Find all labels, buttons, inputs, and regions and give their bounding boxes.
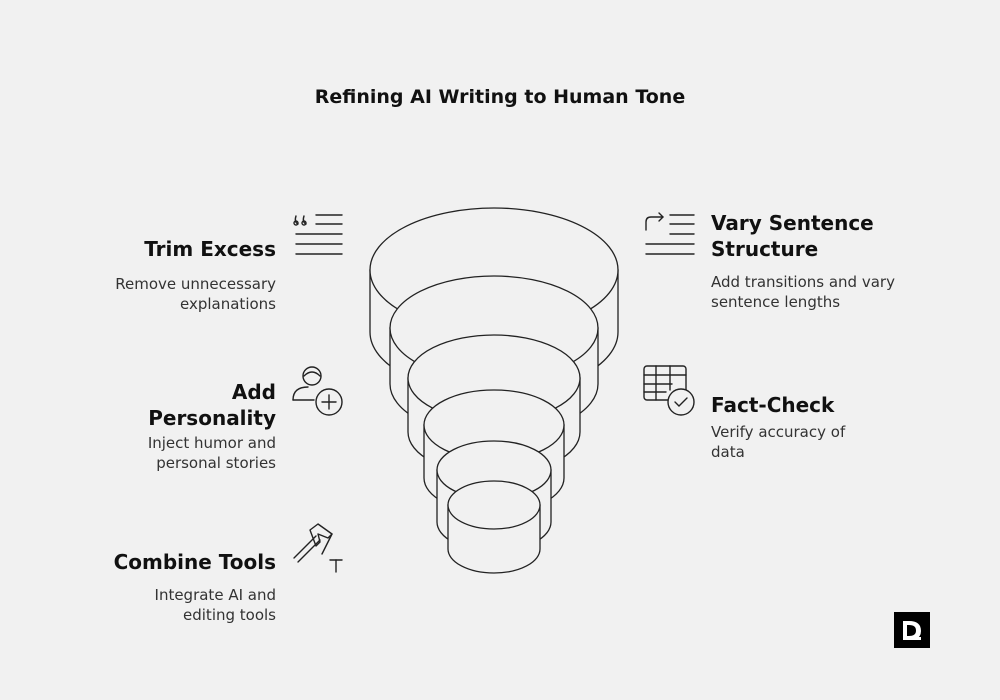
step-description: Verify accuracy of data bbox=[711, 423, 846, 461]
step-description: Add transitions and vary sentence length… bbox=[711, 273, 895, 311]
funnel-tier-6 bbox=[447, 480, 541, 574]
step-add-personality: Add Personality Inject humor and persona… bbox=[56, 379, 276, 473]
table-check-icon bbox=[642, 364, 698, 418]
add-user-icon bbox=[290, 362, 346, 418]
step-heading: Add Personality bbox=[148, 380, 276, 430]
hammer-nail-icon bbox=[290, 520, 350, 576]
redirect-lines-icon bbox=[642, 210, 698, 260]
step-fact-check: Fact-Check Verify accuracy of data bbox=[711, 392, 891, 462]
quote-lines-icon bbox=[290, 210, 346, 260]
step-trim-excess: Trim Excess Remove unnecessary explanati… bbox=[56, 236, 276, 314]
step-heading: Vary Sentence Structure bbox=[711, 211, 874, 261]
logo-mark-icon bbox=[903, 621, 921, 640]
step-heading: Fact-Check bbox=[711, 393, 835, 417]
step-description: Remove unnecessary explanations bbox=[115, 275, 276, 313]
diagram-title: Refining AI Writing to Human Tone bbox=[314, 86, 686, 108]
step-heading: Combine Tools bbox=[113, 550, 276, 574]
step-vary-sentence-structure: Vary Sentence Structure Add transitions … bbox=[711, 210, 901, 312]
step-description: Inject humor and personal stories bbox=[147, 434, 276, 472]
step-combine-tools: Combine Tools Integrate AI and editing t… bbox=[56, 549, 276, 625]
step-description: Integrate AI and editing tools bbox=[154, 586, 276, 624]
brand-logo bbox=[894, 612, 930, 648]
step-heading: Trim Excess bbox=[144, 237, 276, 261]
